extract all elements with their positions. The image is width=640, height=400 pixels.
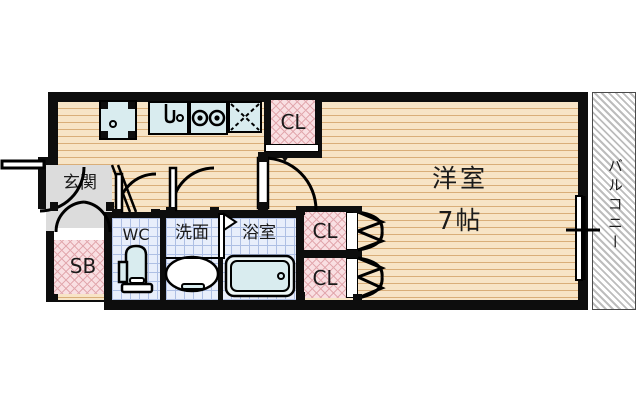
sink-icon-detail xyxy=(164,104,184,124)
closet-lower-area xyxy=(304,258,346,298)
shoe-box-area xyxy=(54,240,112,294)
wall-wc-left xyxy=(104,218,112,302)
window-corner-br xyxy=(128,131,135,138)
wall-wc-right xyxy=(160,218,166,302)
balcony-area xyxy=(592,92,636,310)
wall-wet-top xyxy=(160,210,304,218)
wall-entrance-left xyxy=(38,157,46,209)
stove-icon-detail xyxy=(191,109,226,127)
wall-bottom xyxy=(104,300,588,310)
entry-threshold xyxy=(54,228,112,242)
closet-bifold-door-lower xyxy=(357,256,387,300)
wall-closets-top xyxy=(296,206,362,212)
window-corner-tl xyxy=(101,102,108,109)
wall-wash-right xyxy=(218,218,223,302)
wall-top xyxy=(48,92,588,102)
window-corner-tr xyxy=(128,102,135,109)
wall-closets-mid xyxy=(296,250,362,258)
toilet-icon-detail xyxy=(117,244,154,294)
basin-icon-detail xyxy=(164,255,220,293)
cabinet-x-icon-detail xyxy=(230,103,260,131)
stove-icon xyxy=(189,101,228,135)
entry-double-door xyxy=(50,200,114,233)
wall-sb-left xyxy=(46,209,54,301)
entrance-door-swing xyxy=(0,159,86,213)
closet-bifold-door-upper xyxy=(357,210,387,252)
wc-door-swing xyxy=(112,172,160,218)
wall-entrance-top xyxy=(38,157,58,165)
closet-top-area xyxy=(271,100,315,144)
bathroom-entry-marker xyxy=(218,212,238,259)
closet-upper-door-panel xyxy=(346,212,358,250)
closet-top-door-panel xyxy=(265,144,319,152)
balcony-sliding-door xyxy=(566,195,600,281)
closet-lower-door-panel xyxy=(346,258,358,298)
closet-upper-area xyxy=(304,212,346,250)
wall-corner-marks xyxy=(296,206,362,301)
window-handle-icon xyxy=(109,120,117,128)
wall-closet-top-left xyxy=(264,100,271,152)
washroom-door-swing xyxy=(166,166,219,216)
window-corner-bl xyxy=(101,131,108,138)
wall-closet-top-right xyxy=(315,100,322,152)
room-door-swing xyxy=(256,152,318,212)
wall-wc-top xyxy=(104,212,160,218)
wall-closet-top-bottom xyxy=(264,152,322,158)
wall-left-upper xyxy=(48,92,58,162)
bathtub-icon-detail xyxy=(224,254,296,298)
